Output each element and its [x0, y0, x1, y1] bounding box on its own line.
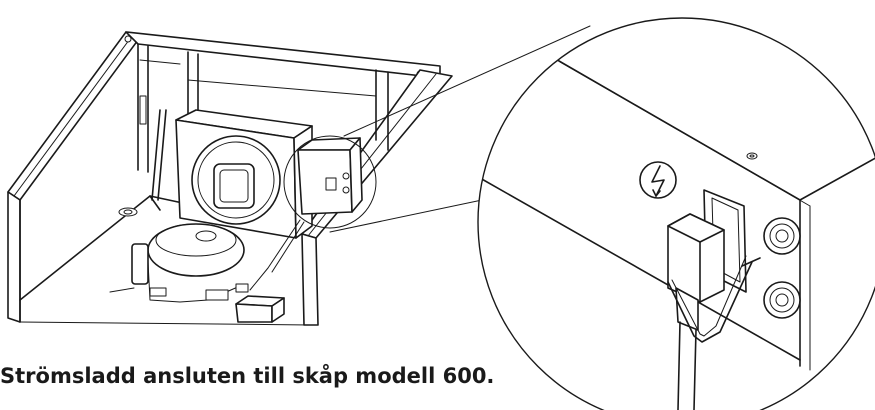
detail-circle-outline — [477, 17, 875, 410]
cabinet-left-front-post — [7, 191, 21, 323]
leader-line-top — [343, 25, 591, 137]
electrical-box-front — [297, 149, 353, 215]
leader-line-bottom — [329, 199, 483, 233]
compressor-relay — [131, 243, 149, 285]
cabinet-drawing — [7, 25, 591, 326]
cable-gland-upper — [763, 217, 801, 255]
retaining-clip — [667, 255, 761, 343]
cabinet-right-front-post — [301, 233, 319, 326]
detail-highlight-ring — [283, 135, 377, 229]
figure-caption: Strömsladd ansluten till skåp modell 600… — [0, 364, 495, 388]
cabinet-back-top-rail — [125, 31, 441, 79]
cable-gland-lower — [763, 281, 801, 319]
fan-motor — [213, 163, 255, 209]
power-connector-small — [325, 177, 337, 191]
detail-view — [478, 18, 875, 410]
lightning-icon — [639, 161, 677, 199]
